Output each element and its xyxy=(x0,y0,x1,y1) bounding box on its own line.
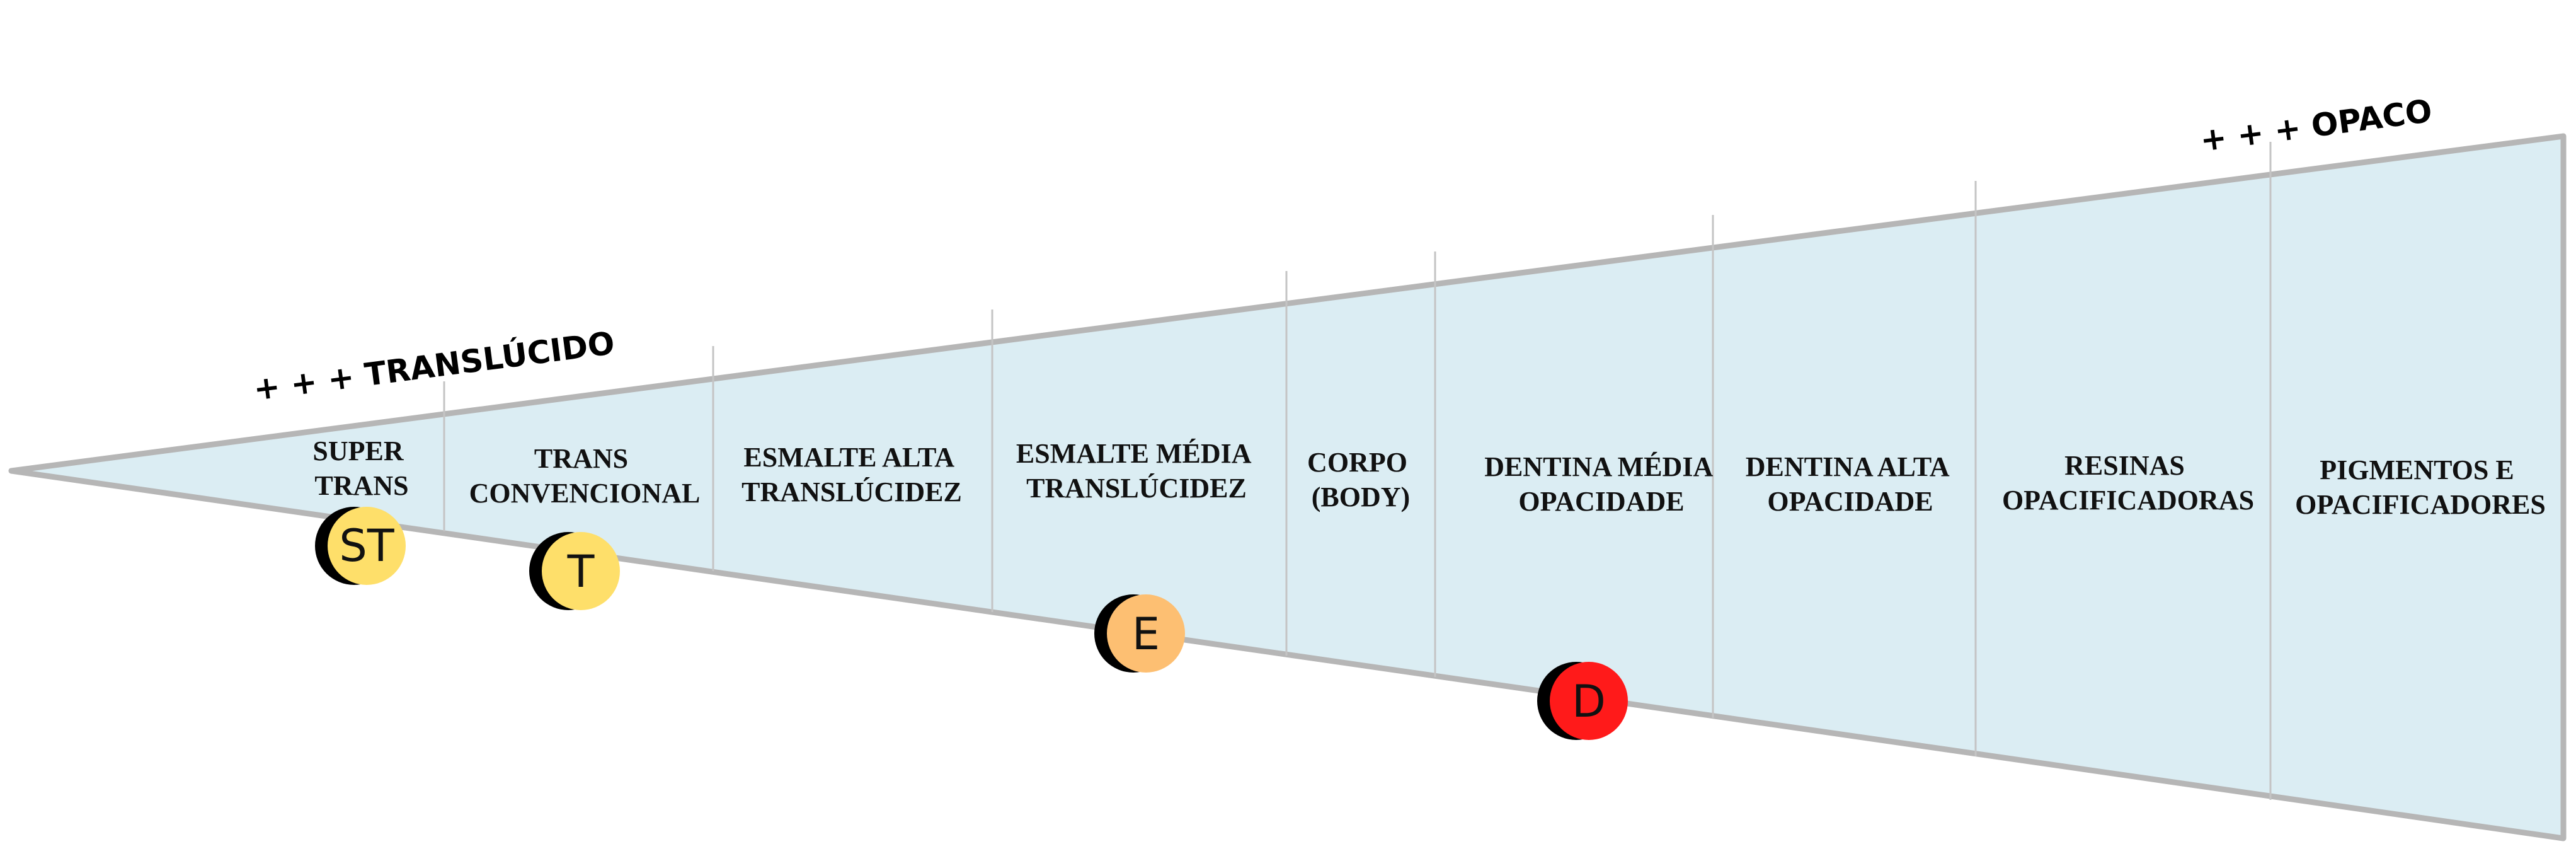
segment-label-dentina-alta: DENTINA ALTA OPACIDADE xyxy=(1746,451,1955,517)
segment-label-line: PIGMENTOS E xyxy=(2320,454,2514,485)
marker-e: E xyxy=(1094,594,1185,673)
segment-label-line: DENTINA ALTA xyxy=(1746,451,1950,482)
segment-labels: SUPER TRANS TRANS CONVENCIONAL ESMALTE A… xyxy=(312,436,2545,520)
segment-label-pigmentos: PIGMENTOS E OPACIFICADORES xyxy=(2295,454,2546,520)
marker-circle xyxy=(542,532,620,610)
marker-label: ST xyxy=(339,520,394,572)
segment-label-trans-convencional: TRANS CONVENCIONAL xyxy=(469,443,701,509)
segment-label-esmalte-alta: ESMALTE ALTA TRANSLÚCIDEZ xyxy=(741,442,962,507)
marker-t: T xyxy=(529,532,620,610)
segment-label-line: TRANS xyxy=(534,443,628,474)
translucent-end-label: + + + TRANSLÚCIDO xyxy=(251,324,617,408)
segment-label-line: SUPER xyxy=(312,436,404,466)
segment-label-dentina-media: DENTINA MÉDIA OPACIDADE xyxy=(1484,451,1719,517)
marker-label: T xyxy=(567,546,595,598)
segment-label-line: (BODY) xyxy=(1312,482,1410,512)
segment-dividers xyxy=(443,142,2272,800)
segment-label-line: ESMALTE ALTA xyxy=(743,442,954,473)
marker-circle xyxy=(328,507,406,585)
marker-d: D xyxy=(1537,662,1628,740)
segment-label-line: CORPO xyxy=(1307,447,1407,478)
segment-label-line: DENTINA MÉDIA xyxy=(1484,451,1713,482)
marker-st: ST xyxy=(315,507,406,585)
segment-label-line: OPACIFICADORES xyxy=(2295,489,2546,520)
segment-label-corpo: CORPO (BODY) xyxy=(1307,447,1414,512)
segment-label-line: ESMALTE MÉDIA xyxy=(1016,438,1252,469)
segment-label-line: OPACIFICADORAS xyxy=(2002,485,2254,516)
segment-label-line: OPACIDADE xyxy=(1767,486,1933,517)
segment-label-line: TRANS xyxy=(314,470,408,501)
segment-label-line: RESINAS xyxy=(2064,450,2185,481)
opaque-end-label: + + + OPACO xyxy=(2198,93,2434,159)
marker-circle xyxy=(1550,662,1628,740)
segment-label-resinas: RESINAS OPACIFICADORAS xyxy=(2002,450,2254,516)
marker-circle xyxy=(1107,594,1185,673)
segment-label-line: OPACIDADE xyxy=(1518,486,1684,517)
segment-label-line: CONVENCIONAL xyxy=(469,478,701,509)
segment-label-super-trans: SUPER TRANS xyxy=(312,436,410,501)
segment-label-esmalte-media: ESMALTE MÉDIA TRANSLÚCIDEZ xyxy=(1016,438,1257,504)
segment-label-line: TRANSLÚCIDEZ xyxy=(741,477,962,507)
marker-label: D xyxy=(1572,676,1606,727)
shade-markers: ST T E D xyxy=(315,507,1628,740)
segment-label-line: TRANSLÚCIDEZ xyxy=(1026,473,1247,504)
marker-label: E xyxy=(1132,608,1160,660)
